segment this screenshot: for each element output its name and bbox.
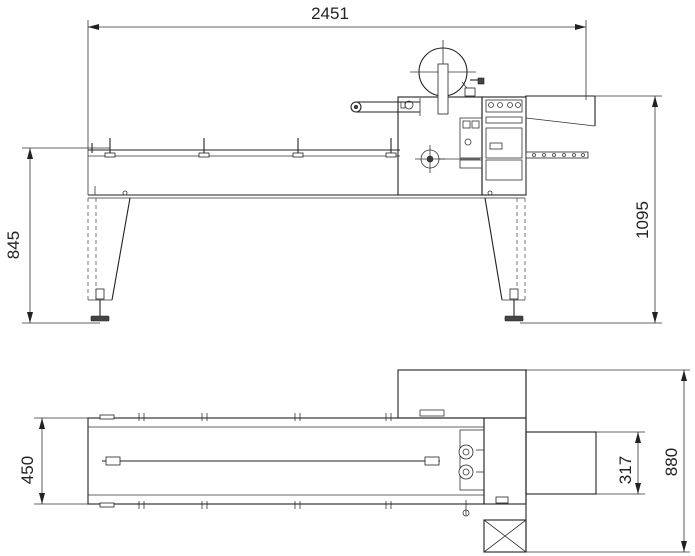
dimension-total-width-label: 880 (662, 448, 681, 476)
dimension-conveyor-width-label: 450 (18, 456, 37, 484)
film-arm (350, 98, 421, 116)
film-reel (410, 40, 485, 115)
infeed-conveyor (88, 138, 400, 158)
dimension-table-height-label: 845 (4, 231, 23, 259)
outfeed-conveyor (525, 95, 596, 195)
top-view: 450 317 880 (18, 369, 690, 553)
wrapping-head (397, 96, 527, 196)
dimension-total-width: 880 (526, 369, 690, 553)
machine-frame (87, 186, 526, 322)
dimension-conveyor-width: 450 (18, 417, 90, 505)
dimension-outlet-width-label: 317 (616, 456, 635, 484)
dimension-length: 2451 (87, 4, 587, 195)
dimension-total-height-label: 1095 (633, 201, 652, 239)
dimension-outlet-width: 317 (596, 431, 645, 495)
dimension-total-height: 1095 (520, 95, 662, 324)
conveyor-frame-top (87, 413, 485, 509)
wrapping-head-top (397, 369, 597, 553)
dimension-length-label: 2451 (311, 4, 349, 23)
dimension-table-height: 845 (4, 147, 110, 324)
side-view: 2451 845 1095 (4, 4, 662, 324)
